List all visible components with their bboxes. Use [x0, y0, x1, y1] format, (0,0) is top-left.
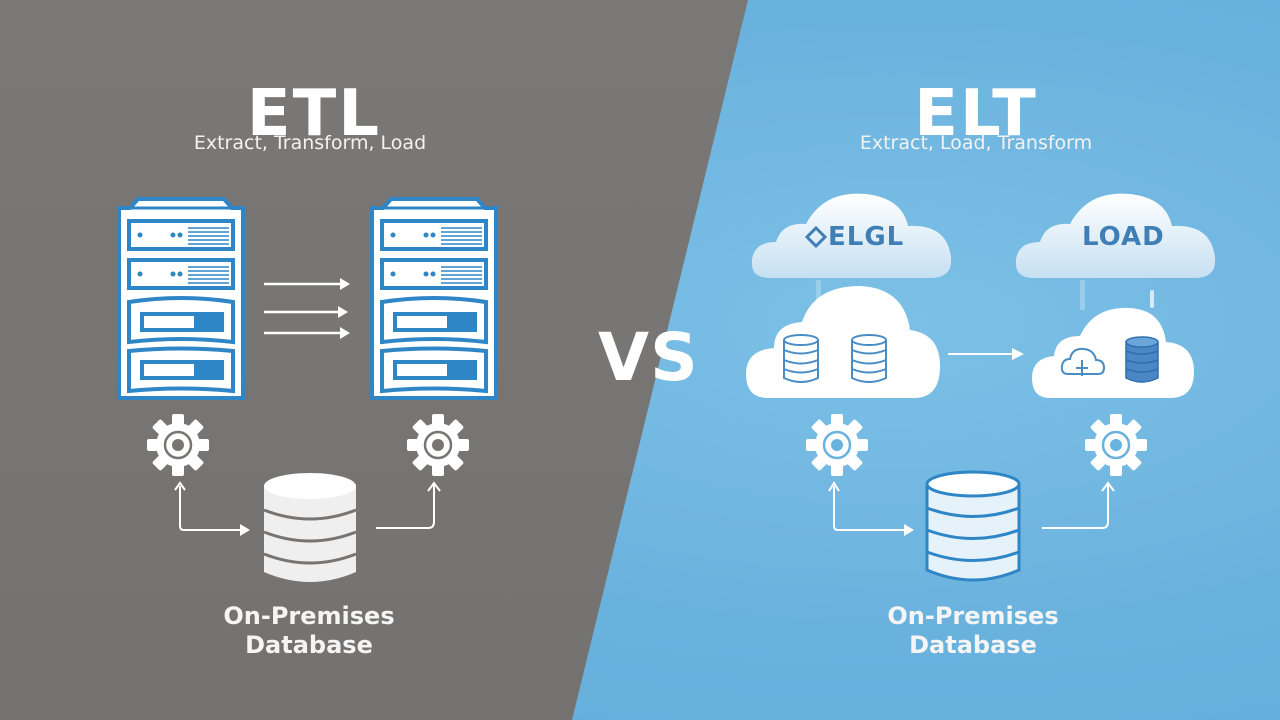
etl-database-label: On-Premises Database [196, 602, 422, 660]
elt-cloud-upload-icon [1060, 344, 1106, 378]
elt-right-gear-icon [1084, 413, 1148, 477]
elt-database-label: On-Premises Database [860, 602, 1086, 660]
elt-left-gear-icon [805, 413, 869, 477]
elt-subtitle: Extract, Load, Transform [859, 132, 1093, 154]
etl-title: ETL [246, 77, 382, 151]
etl-subtitle: Extract, Transform, Load [193, 132, 427, 154]
elt-left-vertical-connector [816, 280, 821, 304]
elt-transfer-arrow [948, 347, 1028, 361]
elt-connector-arrows [828, 478, 1128, 538]
elt-title: ELT [914, 77, 1038, 151]
elt-right-upload-tick [1150, 290, 1154, 308]
elt-target-cloud [1030, 300, 1196, 402]
elt-top-right-cloud-label: LOAD [1082, 222, 1165, 252]
elt-top-right-cloud [1012, 186, 1222, 286]
etl-database-label-line2: Database [245, 631, 373, 659]
elt-logo-icon [804, 225, 828, 249]
etl-database-label-line1: On-Premises [223, 602, 395, 630]
elt-source-cloud [744, 280, 944, 402]
etl-right-gear-icon [406, 413, 470, 477]
etl-left-gear-icon [146, 413, 210, 477]
elt-database-label-line2: Database [909, 631, 1037, 659]
vs-label: VS [598, 319, 699, 396]
etl-connector-arrows [170, 478, 450, 538]
elt-database-icon [924, 470, 1022, 586]
elt-top-left-cloud [748, 186, 958, 286]
elt-source-database-icon-1 [782, 334, 820, 384]
elt-database-label-line1: On-Premises [887, 602, 1059, 630]
etl-source-server-icon [116, 196, 246, 402]
elt-source-database-icon-2 [850, 334, 888, 384]
elt-top-left-cloud-label: ELGL [804, 222, 904, 252]
etl-flow-arrows [264, 276, 354, 340]
etl-database-icon [262, 472, 358, 588]
elt-right-vertical-connector [1080, 280, 1085, 310]
elt-target-database-icon [1124, 336, 1160, 384]
etl-target-server-icon [369, 196, 499, 402]
